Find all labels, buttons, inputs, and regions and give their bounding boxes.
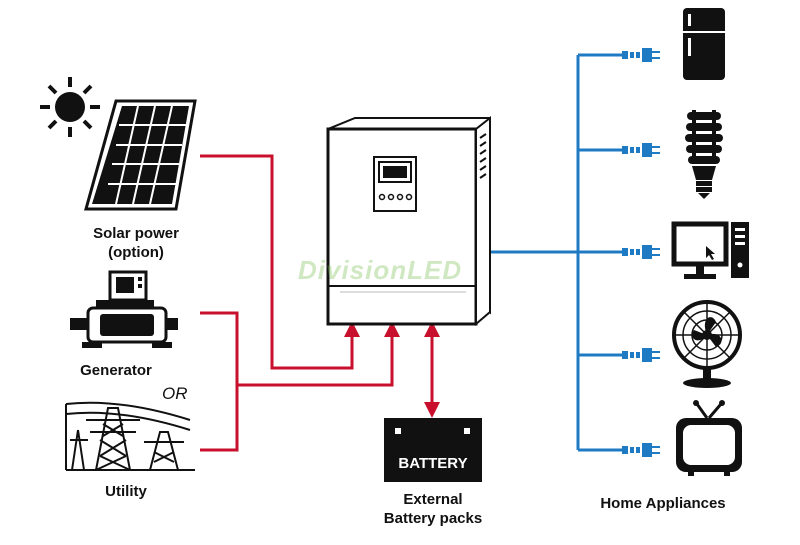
battery-arrow-down xyxy=(424,402,440,418)
plug-icon xyxy=(622,348,660,362)
solar-label: Solar power (option) xyxy=(66,224,206,262)
external-label-line2: Battery packs xyxy=(383,510,483,527)
generator-label: Generator xyxy=(80,362,152,379)
external-battery-label: External Battery packs xyxy=(368,490,498,528)
generator-arrow xyxy=(384,321,400,337)
battery-icon: BATTERY xyxy=(384,418,482,482)
solar-line xyxy=(200,154,354,370)
fan-icon xyxy=(672,300,742,388)
utility-label: Utility xyxy=(105,483,147,500)
utility-line xyxy=(200,385,239,452)
inverter-icon xyxy=(326,115,491,327)
solar-label-line1: Solar power xyxy=(93,225,179,242)
arrowheads xyxy=(344,321,440,418)
solar-label-line2: (option) xyxy=(108,244,164,261)
generator-icon xyxy=(70,270,178,348)
watermark: DivisionLED xyxy=(298,255,463,285)
battery-arrow-up xyxy=(424,321,440,337)
plug-icon xyxy=(622,443,660,457)
external-label-line1: External xyxy=(403,491,463,508)
computer-icon xyxy=(671,221,749,279)
plug-icon xyxy=(622,48,660,62)
home-appliances-label: Home Appliances xyxy=(600,495,726,512)
fridge-icon xyxy=(683,8,725,80)
or-label: OR xyxy=(162,384,188,403)
plug-icons xyxy=(622,48,660,457)
battery-label: BATTERY xyxy=(398,455,467,472)
tv-icon xyxy=(676,400,742,476)
bulb-icon xyxy=(685,110,723,199)
solar-arrow xyxy=(344,321,360,337)
plug-icon xyxy=(622,143,660,157)
input-lines xyxy=(200,154,434,452)
utility-pylon-icon xyxy=(65,401,195,471)
solar-panel-icon xyxy=(84,99,197,211)
sun-icon xyxy=(40,77,100,137)
output-lines xyxy=(490,53,622,452)
plug-icon xyxy=(622,245,660,259)
